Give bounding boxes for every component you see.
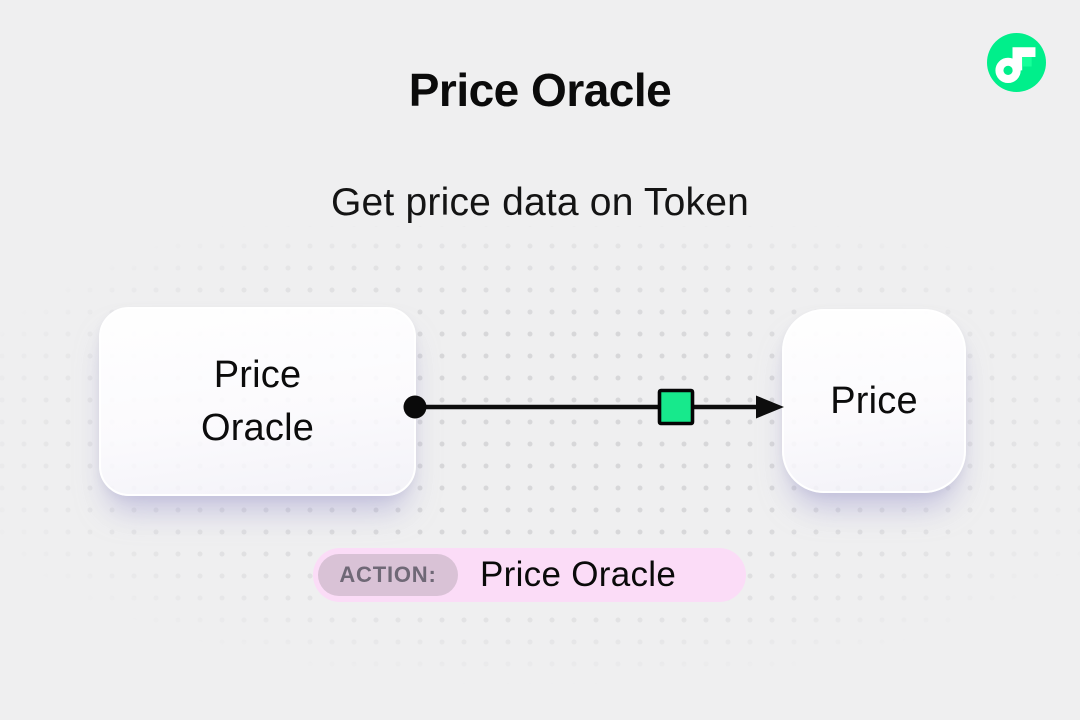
node-price-oracle[interactable]: Price Oracle — [99, 307, 416, 496]
page-subtitle: Get price data on Token — [331, 181, 749, 224]
connector-start-dot[interactable] — [403, 395, 427, 419]
action-label: Price Oracle — [480, 555, 677, 594]
node-price-oracle-label: Price Oracle — [200, 354, 315, 449]
page-title: Price Oracle — [408, 64, 672, 116]
connector-handle[interactable] — [657, 388, 695, 426]
arrowhead-icon — [756, 395, 784, 419]
flow-logo-icon — [987, 33, 1046, 92]
action-badge: ACTION: — [318, 554, 458, 596]
action-pill[interactable]: ACTION: Price Oracle — [313, 548, 746, 602]
node-price-label: Price — [830, 379, 918, 422]
node-price[interactable]: Price — [782, 309, 966, 493]
